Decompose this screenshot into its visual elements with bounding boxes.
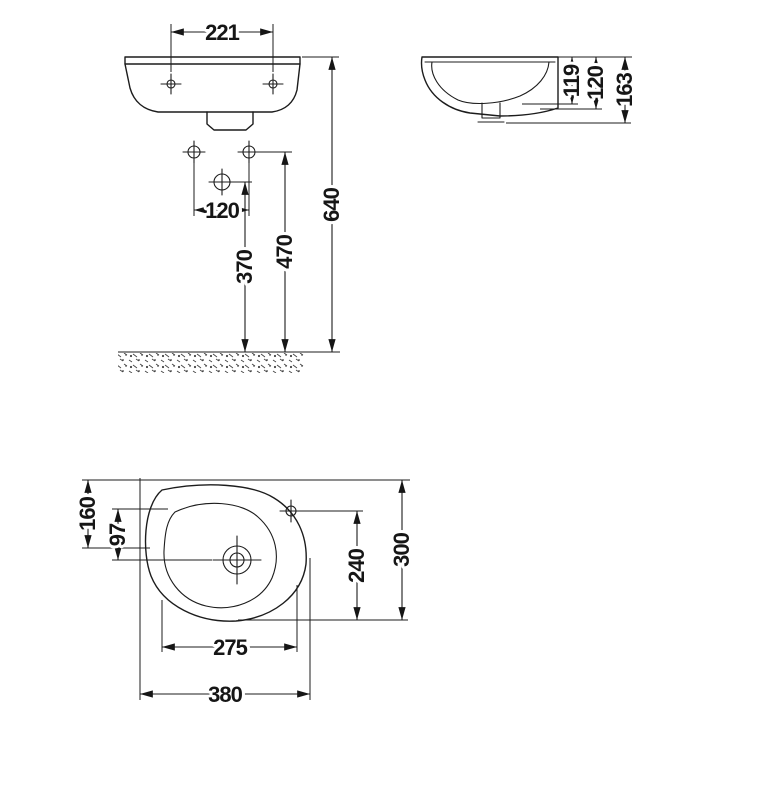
side-body-outline xyxy=(420,56,559,117)
front-view: 221 120 370 470 640 xyxy=(118,17,347,373)
side-view: 119 120 163 xyxy=(420,56,640,124)
plan-drain-hole-crosshair xyxy=(212,535,262,585)
dim-front-tap-spacing: 221 xyxy=(170,17,274,72)
front-drain-hole xyxy=(213,173,231,191)
floor-hatch xyxy=(118,353,304,373)
front-mount-hole-left xyxy=(187,145,201,159)
dim-side-bowl-depth: 119 xyxy=(522,57,587,105)
dimension-value: 380 xyxy=(208,682,242,707)
plan-view: 160 97 240 300 275 380 xyxy=(72,478,417,710)
dim-front-mount-spacing: 120 xyxy=(193,163,250,226)
plan-rim-outline xyxy=(144,484,307,622)
dimension-value: 240 xyxy=(344,548,369,582)
dimension-value: 119 xyxy=(559,64,584,97)
dimension-value: 120 xyxy=(583,65,608,99)
dimension-value: 160 xyxy=(75,496,100,530)
dimension-value: 163 xyxy=(612,72,637,106)
dim-front-rim-height: 640 xyxy=(302,56,347,352)
dim-plan-total-depth: 300 xyxy=(386,480,417,620)
front-tap-hole-left xyxy=(166,79,176,89)
dimension-value: 370 xyxy=(232,249,257,283)
dimension-value: 640 xyxy=(319,187,344,221)
dim-front-drain-height: 370 xyxy=(229,181,260,352)
extension-lines xyxy=(161,585,298,652)
dimension-value: 275 xyxy=(213,635,247,660)
front-tap-hole-crosshairs xyxy=(160,73,284,95)
dim-plan-tap-offset: 97 xyxy=(102,508,212,561)
plan-bowl-outline xyxy=(163,502,277,609)
side-bowl-outline xyxy=(431,61,550,104)
front-rim-outline xyxy=(124,56,301,65)
front-body-outline xyxy=(124,63,301,113)
dimension-value: 300 xyxy=(389,532,414,566)
dimension-value: 120 xyxy=(205,198,239,223)
front-tap-hole-right xyxy=(268,79,278,89)
dim-front-mount-height: 470 xyxy=(258,151,300,352)
side-drain-outline xyxy=(477,102,505,123)
dimension-value: 470 xyxy=(272,234,297,268)
dim-plan-total-width: 380 xyxy=(140,679,310,710)
dim-side-total-height: 163 xyxy=(506,57,640,124)
front-mount-hole-crosshairs xyxy=(182,140,261,196)
dim-plan-bowl-extent: 240 xyxy=(298,510,372,620)
dimension-value: 97 xyxy=(105,523,130,546)
front-mount-hole-right xyxy=(242,145,256,159)
dim-side-body-depth: 120 xyxy=(540,57,611,110)
dim-plan-edge-offset: 160 xyxy=(72,480,150,549)
dimension-value: 221 xyxy=(205,20,239,45)
front-drain-trap-outline xyxy=(206,111,254,131)
dim-plan-bowl-width: 275 xyxy=(161,585,298,663)
